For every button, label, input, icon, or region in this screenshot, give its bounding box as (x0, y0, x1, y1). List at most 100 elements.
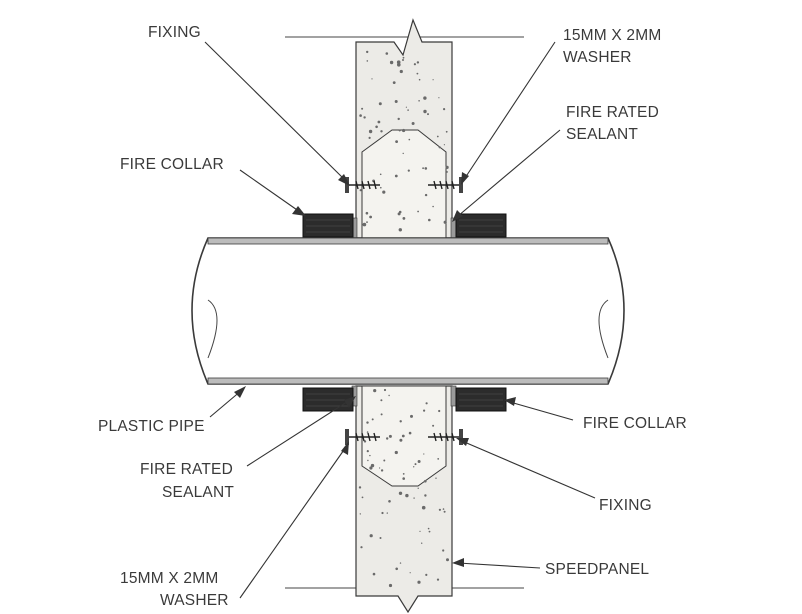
label-fire-collar-top: FIRE COLLAR (120, 156, 224, 173)
concrete-speckle (408, 138, 411, 141)
concrete-speckle (407, 169, 410, 172)
concrete-speckle (424, 479, 427, 483)
collar-hatching (306, 219, 503, 407)
concrete-speckle (378, 102, 382, 106)
label-washer-top-2: WASHER (563, 49, 632, 66)
label-washer-bottom-1: 15MM X 2MM (120, 570, 218, 587)
concrete-speckle (414, 463, 417, 466)
concrete-speckle (407, 109, 409, 111)
concrete-speckle (388, 434, 392, 438)
concrete-speckle (362, 222, 367, 227)
leaders (204, 41, 596, 599)
concrete-speckle (423, 453, 425, 455)
concrete-speckle (408, 431, 412, 435)
concrete-speckle (442, 549, 445, 552)
concrete-speckle (379, 173, 382, 176)
concrete-speckle (416, 72, 419, 75)
concrete-speckle (389, 60, 394, 65)
fixing-bottom-left (345, 429, 380, 445)
concrete-speckle (402, 473, 405, 475)
concrete-speckle (417, 580, 421, 584)
concrete-speckle (388, 583, 393, 588)
concrete-speckle (446, 171, 449, 173)
concrete-speckle (423, 109, 427, 114)
label-sealant-bottom-1: FIRE RATED (140, 461, 233, 478)
concrete-speckle (383, 459, 386, 462)
concrete-speckle (396, 60, 401, 64)
concrete-speckle (409, 572, 411, 574)
concrete-speckle (436, 578, 440, 581)
label-fixing-top: FIXING (148, 24, 201, 41)
concrete-speckle (446, 558, 449, 562)
concrete-speckle (423, 96, 427, 100)
concrete-speckle (442, 508, 445, 510)
concrete-speckle (398, 228, 402, 232)
concrete-speckle (424, 167, 428, 170)
concrete-speckle (371, 418, 374, 421)
concrete-speckle (437, 458, 440, 460)
concrete-speckle (402, 59, 404, 61)
concrete-speckle (417, 487, 419, 489)
label-fixing-bottom: FIXING (599, 497, 652, 514)
label-washer-top-1: 15MM X 2MM (563, 27, 661, 44)
concrete-speckle (402, 128, 406, 133)
label-speedpanel: SPEEDPANEL (545, 561, 649, 578)
concrete-speckle (372, 572, 376, 576)
concrete-speckle (443, 144, 445, 146)
concrete-speckle (365, 211, 369, 215)
concrete-speckle (443, 108, 446, 111)
concrete-speckle (380, 469, 384, 472)
concrete-speckle (402, 217, 406, 220)
concrete-speckle (383, 388, 387, 392)
concrete-speckle (360, 546, 363, 549)
concrete-speckle (366, 421, 369, 424)
concrete-speckle (413, 466, 415, 468)
concrete-speckle (413, 63, 416, 66)
concrete-speckle (366, 221, 368, 224)
label-sealant-top-1: FIRE RATED (566, 104, 659, 121)
concrete-speckle (432, 79, 434, 81)
sealant-bottom-right (450, 385, 457, 407)
concrete-speckle (417, 210, 419, 213)
concrete-speckle (402, 56, 405, 59)
concrete-speckle (366, 50, 369, 54)
concrete-speckle (401, 434, 405, 438)
concrete-speckle (421, 505, 426, 510)
concrete-speckle (359, 513, 361, 515)
concrete-speckle (410, 414, 413, 418)
concrete-speckle (399, 562, 402, 564)
concrete-speckle (416, 61, 420, 64)
concrete-speckle (432, 424, 435, 427)
concrete-speckle (380, 413, 383, 416)
concrete-speckle (398, 491, 403, 495)
concrete-speckle (388, 500, 391, 503)
concrete-speckle (399, 420, 402, 423)
plastic-pipe (191, 237, 625, 385)
concrete-speckle (413, 497, 415, 499)
concrete-speckle (402, 477, 406, 480)
concrete-speckle (438, 409, 441, 413)
concrete-speckle (405, 493, 409, 498)
label-fire-collar-bottom: FIRE COLLAR (583, 415, 687, 432)
concrete-speckle (361, 496, 364, 499)
concrete-speckle (369, 454, 371, 457)
concrete-speckle (402, 152, 404, 155)
concrete-speckle (397, 212, 401, 216)
concrete-speckle (399, 438, 403, 442)
concrete-speckle (436, 135, 439, 138)
concrete-speckle (424, 494, 427, 497)
concrete-speckle (443, 220, 447, 224)
concrete-speckle (385, 52, 389, 55)
concrete-speckle (369, 215, 372, 219)
concrete-speckle (380, 186, 382, 189)
concrete-speckle (423, 409, 426, 412)
concrete-speckle (366, 450, 369, 453)
concrete-speckle (395, 567, 399, 571)
concrete-speckle (361, 107, 364, 110)
concrete-speckle (427, 113, 429, 116)
concrete-speckle (445, 130, 448, 133)
concrete-speckle (397, 63, 401, 67)
fire-collar-top-left (302, 213, 354, 238)
fire-collar-top-right (455, 213, 507, 238)
